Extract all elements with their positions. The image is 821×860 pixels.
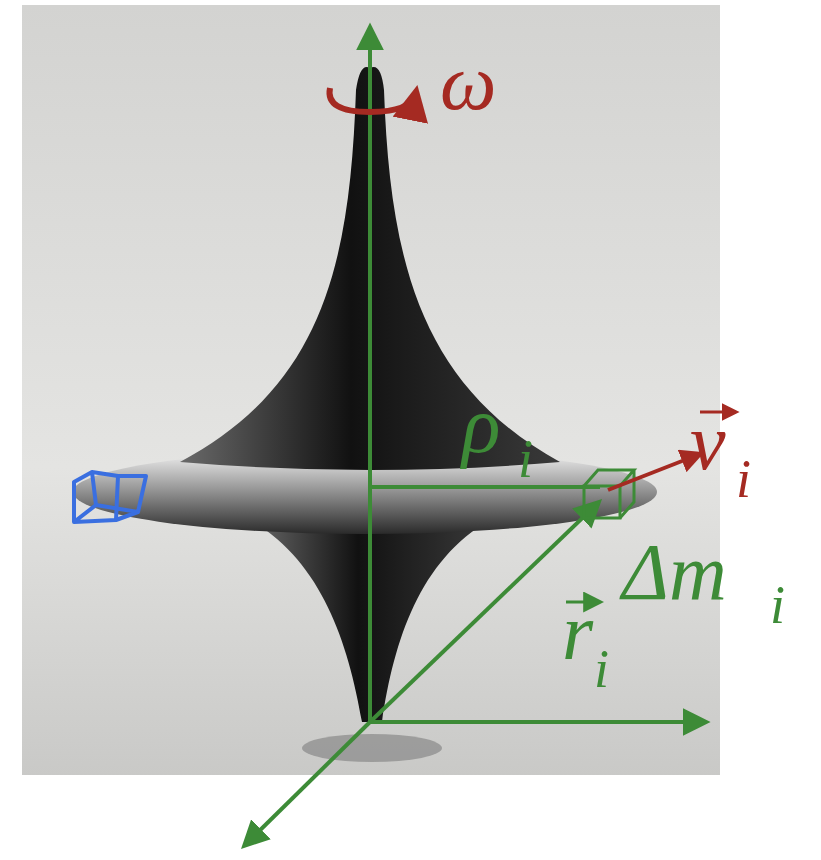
subscript: i (770, 578, 785, 632)
radius-line (370, 485, 600, 489)
velocity-arrow (608, 454, 700, 490)
subscript: i (594, 642, 609, 696)
z-axis (368, 28, 372, 722)
position-vector (370, 503, 598, 722)
mass-element-cube (584, 470, 634, 518)
mass-symbol: Δm (622, 532, 727, 612)
blue-sketch (74, 472, 146, 522)
x-axis (245, 722, 370, 845)
rho-symbol: ρ (462, 385, 500, 465)
position-symbol: r (562, 592, 593, 672)
shadow (302, 734, 442, 762)
subscript: i (736, 452, 751, 506)
y-axis (370, 720, 705, 724)
omega-symbol: ω (440, 42, 496, 122)
rotation-arrow (330, 88, 417, 112)
photo-background (22, 5, 720, 775)
subscript: i (518, 432, 533, 486)
velocity-symbol: v (690, 402, 726, 482)
